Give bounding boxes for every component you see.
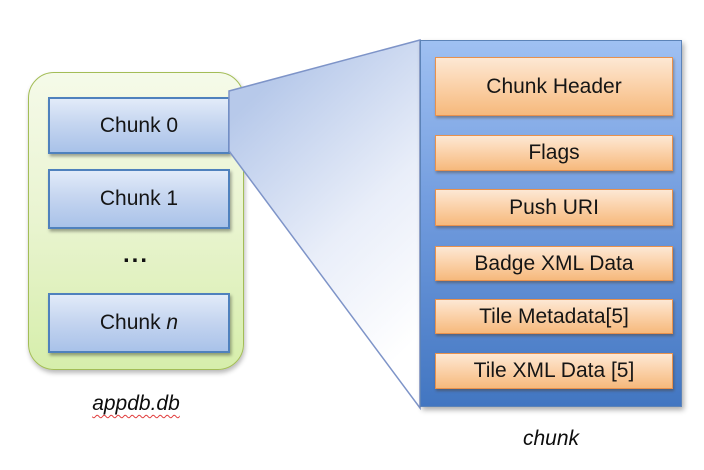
chunk-caption: chunk <box>522 427 580 450</box>
field-tile-xml-data-label: Tile XML Data [5] <box>473 359 635 382</box>
field-push-uri-label: Push URI <box>509 195 599 219</box>
field-tile-metadata: Tile Metadata[5] <box>435 299 673 334</box>
chunk-1-label: Chunk 1 <box>99 187 179 210</box>
field-chunk-header-label: Chunk Header <box>486 74 622 98</box>
chunk-detail-panel: Chunk Header Flags Push URI Badge XML Da… <box>420 40 682 407</box>
chunk-ellipsis: ... <box>122 241 149 268</box>
field-push-uri: Push URI <box>435 189 673 226</box>
chunk-n-label: Chunk n <box>99 311 179 334</box>
zoom-beam-shape <box>228 39 421 411</box>
field-tile-xml-data: Tile XML Data [5] <box>435 353 673 389</box>
field-badge-xml-data: Badge XML Data <box>435 246 673 281</box>
appdb-caption: appdb.db <box>92 392 180 415</box>
chunk-n-box: Chunk n <box>48 293 230 353</box>
field-flags: Flags <box>435 135 673 171</box>
chunk-0-label: Chunk 0 <box>99 113 179 137</box>
field-tile-metadata-label: Tile Metadata[5] <box>479 304 629 328</box>
chunk-0-box: Chunk 0 <box>48 97 230 154</box>
appdb-container: Chunk 0 Chunk 1 ... Chunk n <box>28 72 244 370</box>
chunk-1-box: Chunk 1 <box>48 169 230 229</box>
field-flags-label: Flags <box>528 141 580 164</box>
field-chunk-header: Chunk Header <box>435 57 673 116</box>
field-badge-xml-data-label: Badge XML Data <box>474 251 634 275</box>
